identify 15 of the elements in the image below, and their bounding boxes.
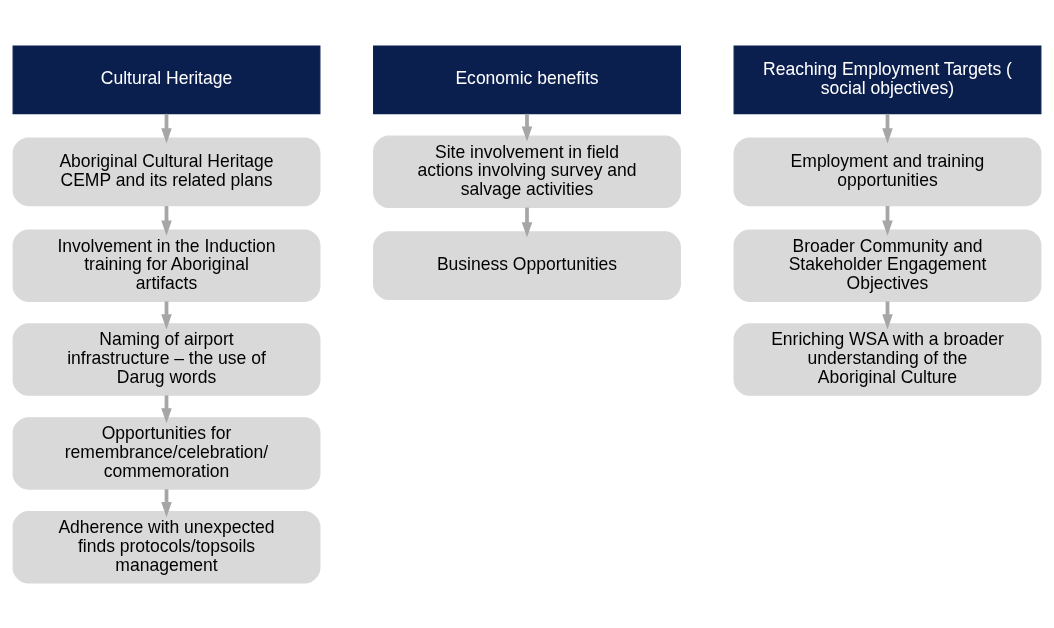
node-box: Cultural Heritage (12, 44, 321, 114)
node-box: Reaching Employment Targets ( social objectives) (733, 44, 1042, 114)
node-box: Adherence with unexpected finds protocols/topsoils management (12, 510, 321, 584)
node-box: Site involvement in field actions involving survey and salvage activities (373, 135, 681, 208)
node-box: Aboriginal Cultural Heritage CEMP and its related plans (12, 136, 321, 206)
arrow (521, 113, 533, 142)
node-box: Broader Community and Stakeholder Engagement Objectives (733, 228, 1042, 302)
node-box: Enriching WSA with a broader understanding of the Aboriginal Culture (733, 322, 1042, 396)
node-box: Opportunities for remembrance/celebration/ commemoration (12, 416, 321, 490)
node-box: Business Opportunities (373, 230, 681, 300)
node-box: Economic benefits (373, 44, 681, 114)
node-box: Naming of airport infrastructure – the use of Darug words (12, 322, 321, 396)
node-box: Involvement in the Induction training for Aboriginal artifacts (12, 228, 321, 302)
arrow (521, 207, 533, 237)
node-box: Employment and training opportunities (733, 136, 1042, 206)
